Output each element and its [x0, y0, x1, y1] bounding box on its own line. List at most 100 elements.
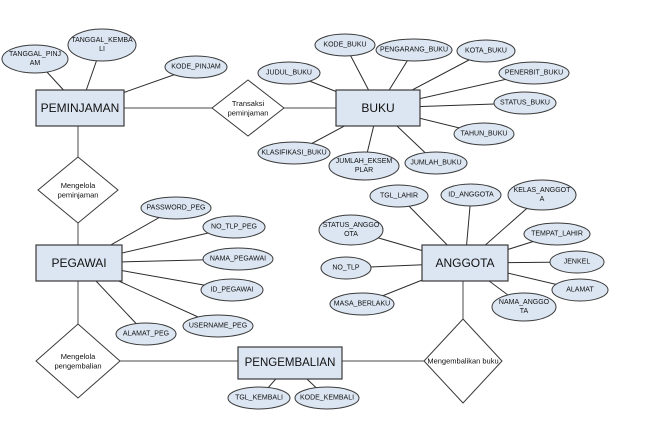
attribute-ellipse: [257, 141, 331, 165]
attribute-username-peg: USERNAME_PEG: [182, 314, 254, 338]
attribute-alamat-label: ALAMAT: [566, 287, 594, 294]
attribute-tempat-lahir-label: TEMPAT_LAHIR: [531, 231, 583, 238]
attribute-ellipse: [493, 91, 557, 115]
attribute-ellipse: [115, 322, 177, 346]
attribute-id-anggota: ID_ANGGOTA: [440, 183, 502, 207]
attribute-password-peg: PASSWORD_PEG: [140, 196, 212, 220]
entity-pegawai-label: PEGAWAI: [51, 256, 106, 270]
attribute-ellipse: [551, 278, 609, 302]
attribute-tanggal-pinjam-label-2: AM: [30, 60, 41, 67]
attribute-ellipse: [549, 250, 605, 274]
attribute-kode-kembali-label: KODE_KEMBALI: [300, 395, 354, 402]
attribute-penerbit-buku-label: PENERBIT_BUKU: [505, 70, 563, 77]
relationship-mengelola-peminjaman-label-1: Mengelola: [61, 181, 96, 190]
attribute-ellipse: [140, 196, 212, 220]
attribute-status-anggota-label-1: STATUS_ANGGO: [323, 222, 380, 229]
attribute-kode-pinjam-label: KODE_PINJAM: [171, 64, 221, 71]
entity-box: [35, 244, 123, 282]
attribute-id-pegawai: ID_PEGAWAI: [200, 278, 264, 302]
attribute-ellipse: [227, 386, 291, 410]
attribute-ellipse: [314, 33, 376, 57]
attribute-jenkel: JENKEL: [549, 250, 605, 274]
attribute-masa-berlaku: MASA_BERLAKU: [329, 292, 395, 316]
attribute-nama-pegawai-label: NAMA_PEGAWAI: [210, 256, 266, 263]
attribute-id-anggota-label: ID_ANGGOTA: [448, 192, 494, 199]
attribute-ellipse: [182, 314, 254, 338]
attribute-klasifikasi-buku: KLASIFIKASI_BUKU: [257, 141, 331, 165]
attribute-username-peg-label: USERNAME_PEG: [189, 323, 247, 330]
attribute-ellipse: [404, 151, 468, 175]
attribute-ellipse: [440, 183, 502, 207]
attribute-ellipse: [456, 39, 516, 63]
attribute-nama-pegawai: NAMA_PEGAWAI: [202, 247, 274, 271]
entity-anggota-label: ANGGOTA: [435, 256, 494, 270]
relationship-mengelola-pengembalian-label-2: pengembalian: [54, 361, 101, 370]
attribute-no-tlp-peg-label: NO_TLP_PEG: [211, 224, 257, 231]
attribute-ellipse: [67, 28, 137, 62]
attribute-ellipse: [202, 247, 274, 271]
attribute-nama-anggota-label-2: TA: [520, 308, 529, 315]
relationship-transaksi-label-1: Transaksi: [232, 99, 265, 108]
attribute-alamat: ALAMAT: [551, 278, 609, 302]
entity-box: [335, 89, 421, 127]
relationship-diamond: [37, 156, 119, 224]
entity-box: [35, 89, 125, 127]
attribute-kode-kembali: KODE_KEMBALI: [294, 386, 360, 410]
attribute-tanggal-pinjam: TANGGAL_PINJAM: [1, 44, 69, 74]
attribute-ellipse: [369, 184, 429, 208]
relationship-mengelola-pengembalian-label-1: Mengelola: [61, 352, 96, 361]
attribute-password-peg-label: PASSWORD_PEG: [147, 205, 206, 212]
attribute-ellipse: [257, 61, 321, 85]
attribute-alamat-peg: ALAMAT_PEG: [115, 322, 177, 346]
entity-pengembalian-label: PENGEMBALIAN: [245, 357, 336, 369]
relationship-mengelola-peminjaman-label-2: peminjaman: [58, 190, 99, 199]
attribute-no-tlp-peg: NO_TLP_PEG: [202, 215, 266, 239]
attribute-tgl-lahir: TGL_LAHIR: [369, 184, 429, 208]
attribute-no-tlp: NO_TLP: [320, 256, 372, 280]
attribute-tanggal-kembali-label-2: LI: [99, 46, 105, 53]
attribute-pengarang-buku: PENGARANG_BUKU: [375, 38, 453, 62]
attribute-status-buku-label: STATUS_BUKU: [500, 100, 550, 107]
attribute-masa-berlaku-label: MASA_BERLAKU: [334, 301, 390, 308]
relationship-diamond: [423, 318, 503, 404]
entity-box: [237, 346, 343, 380]
attribute-ellipse: [491, 292, 557, 322]
attribute-nama-anggota: NAMA_ANGGO TA: [491, 292, 557, 322]
entity-pengembalian: PENGEMBALIAN: [237, 346, 343, 380]
relationship-diamond: [211, 79, 285, 137]
attribute-tgl-kembali-label: TGL_KEMBALI: [235, 395, 283, 402]
attribute-jumlah-eksemplar-label-2: PLAR: [355, 167, 373, 174]
attribute-kode-buku-label: KODE_BUKU: [323, 42, 366, 49]
attribute-ellipse: [329, 292, 395, 316]
attribute-ellipse: [507, 179, 577, 211]
attribute-ellipse: [318, 214, 384, 246]
attribute-ellipse: [202, 215, 266, 239]
relationship-mengembalikan-buku-label: Mengembalikan buku: [427, 357, 498, 366]
attribute-jumlah-eksemplar-label-1: JUMLAH_EKSEM: [336, 158, 393, 165]
attribute-kode-buku: KODE_BUKU: [314, 33, 376, 57]
attribute-ellipse: [375, 38, 453, 62]
attribute-klasifikasi-buku-label: KLASIFIKASI_BUKU: [261, 150, 326, 157]
attribute-nama-anggota-label-1: NAMA_ANGGO: [499, 299, 550, 306]
attribute-tanggal-kembali: TANGGAL_KEMBALI: [67, 28, 137, 62]
attribute-ellipse: [164, 55, 228, 79]
attribute-jumlah-buku: JUMLAH_BUKU: [404, 151, 468, 175]
entity-peminjaman-label: PEMINJAMAN: [41, 101, 120, 115]
relationship-diamond: [35, 323, 121, 399]
relationship-mengembalikan-buku: Mengembalikan buku: [423, 318, 503, 404]
attribute-judul-buku-label: JUDUL_BUKU: [266, 70, 312, 77]
entity-anggota: ANGGOTA: [421, 244, 509, 282]
entity-buku: BUKU: [335, 89, 421, 127]
attribute-kode-pinjam: KODE_PINJAM: [164, 55, 228, 79]
attribute-ellipse: [328, 151, 400, 181]
attribute-kelas-anggota-label-2: A: [540, 196, 545, 203]
attribute-judul-buku: JUDUL_BUKU: [257, 61, 321, 85]
attribute-id-pegawai-label: ID_PEGAWAI: [210, 287, 253, 294]
attribute-alamat-peg-label: ALAMAT_PEG: [123, 331, 169, 338]
attribute-status-buku: STATUS_BUKU: [493, 91, 557, 115]
attribute-ellipse: [1, 44, 69, 74]
attribute-no-tlp-label: NO_TLP: [332, 265, 360, 272]
